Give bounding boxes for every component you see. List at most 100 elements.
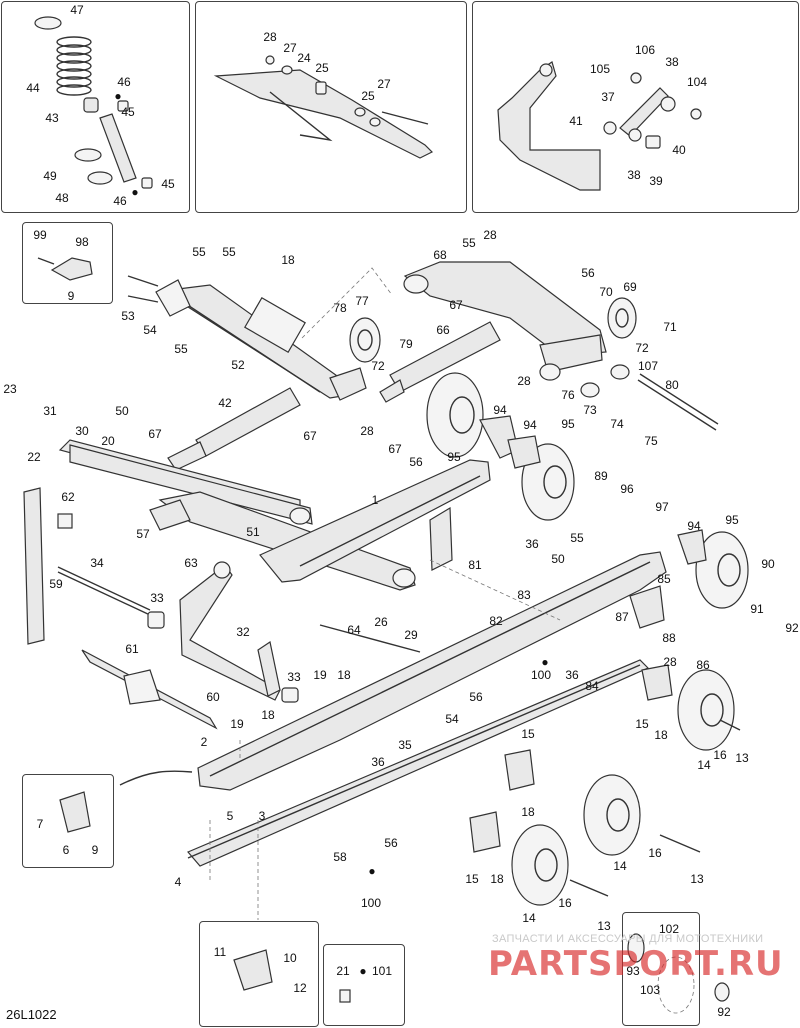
callout-13: 13: [597, 919, 611, 933]
front-arm-art: [127, 275, 367, 401]
callout-102: 102: [658, 922, 680, 936]
callout-52: 52: [231, 358, 245, 372]
callout-20: 20: [101, 434, 115, 448]
callout-46: 46: [113, 194, 127, 208]
callout-28: 28: [263, 30, 277, 44]
callout-26: 26: [374, 615, 388, 629]
bracket-art: [37, 257, 93, 281]
callout-3: 3: [258, 809, 266, 823]
callout-43: 43: [45, 111, 59, 125]
callout-13: 13: [690, 872, 704, 886]
callout-39: 39: [649, 174, 663, 188]
watermark-logo: PARTSPORT.RU: [488, 944, 784, 984]
callout-78: 78: [333, 301, 347, 315]
callout-9: 9: [67, 289, 75, 303]
shock-spring-art: [34, 16, 153, 189]
callout-19: 19: [313, 668, 327, 682]
callout-41: 41: [569, 114, 583, 128]
callout-63: 63: [184, 556, 198, 570]
callout-33: 33: [150, 591, 164, 605]
callout-14: 14: [613, 859, 627, 873]
callout-14: 14: [697, 758, 711, 772]
callout-36: 36: [565, 668, 579, 682]
callout-30: 30: [75, 424, 89, 438]
callout-53: 53: [121, 309, 135, 323]
callout-18: 18: [521, 805, 535, 819]
callout-87: 87: [615, 610, 629, 624]
callout-107: 107: [637, 359, 659, 373]
slide-3-art: [187, 659, 650, 867]
callout-45: 45: [121, 105, 135, 119]
callout-1: 1: [371, 493, 379, 507]
callout-73: 73: [583, 403, 597, 417]
callout-38: 38: [665, 55, 679, 69]
callout-79: 79: [399, 337, 413, 351]
callout-92: 92: [785, 621, 799, 635]
callout-57: 57: [136, 527, 150, 541]
main-rail-art: [197, 551, 667, 791]
callout-22: 22: [27, 450, 41, 464]
callout-82: 82: [489, 614, 503, 628]
callout-55: 55: [174, 342, 188, 356]
frame-1-art: [259, 459, 491, 583]
callout-16: 16: [713, 748, 727, 762]
callout-18: 18: [490, 872, 504, 886]
callout-104: 104: [686, 75, 708, 89]
callout-61: 61: [125, 642, 139, 656]
callout-16: 16: [648, 846, 662, 860]
callout-56: 56: [469, 690, 483, 704]
callout-106: 106: [634, 43, 656, 57]
callout-44: 44: [26, 81, 40, 95]
callout-99: 99: [33, 228, 47, 242]
callout-7: 7: [36, 817, 44, 831]
callout-18: 18: [337, 668, 351, 682]
callout-101: 101: [371, 964, 393, 978]
callout-47: 47: [70, 3, 84, 17]
callout-42: 42: [218, 396, 232, 410]
callout-55: 55: [462, 236, 476, 250]
callout-27: 27: [377, 77, 391, 91]
oil-drop-icon: ●: [131, 185, 139, 199]
callout-67: 67: [388, 442, 402, 456]
callout-71: 71: [663, 320, 677, 334]
callout-9: 9: [91, 843, 99, 857]
callout-74: 74: [610, 417, 624, 431]
shock-42-art: [167, 387, 301, 471]
callout-38: 38: [627, 168, 641, 182]
callout-90: 90: [761, 557, 775, 571]
wheels-14-art: [511, 669, 735, 906]
callout-50: 50: [551, 552, 565, 566]
callout-51: 51: [246, 525, 260, 539]
callout-92: 92: [717, 1005, 731, 1019]
oil-drop-icon: ●: [368, 864, 376, 878]
diagram-code: 26L1022: [6, 1007, 57, 1022]
callout-69: 69: [623, 280, 637, 294]
callout-72: 72: [635, 341, 649, 355]
callout-11: 11: [213, 945, 227, 959]
callout-91: 91: [750, 602, 764, 616]
callout-40: 40: [672, 143, 686, 157]
callout-86: 86: [696, 658, 710, 672]
callout-105: 105: [589, 62, 611, 76]
callout-19: 19: [230, 717, 244, 731]
callout-97: 97: [655, 500, 669, 514]
callout-49: 49: [43, 169, 57, 183]
callout-16: 16: [558, 896, 572, 910]
oil-drop-icon: ●: [359, 964, 367, 978]
arm-art: [213, 55, 434, 159]
callout-103: 103: [639, 983, 661, 997]
callout-54: 54: [143, 323, 157, 337]
callout-18: 18: [281, 253, 295, 267]
callout-27: 27: [283, 41, 297, 55]
callout-95: 95: [561, 417, 575, 431]
callout-28: 28: [360, 424, 374, 438]
callout-96: 96: [620, 482, 634, 496]
callout-55: 55: [570, 531, 584, 545]
callout-21: 21: [336, 964, 350, 978]
callout-13: 13: [735, 751, 749, 765]
strap-59-art: [23, 487, 73, 645]
callout-28: 28: [663, 655, 677, 669]
callout-93: 93: [626, 964, 640, 978]
